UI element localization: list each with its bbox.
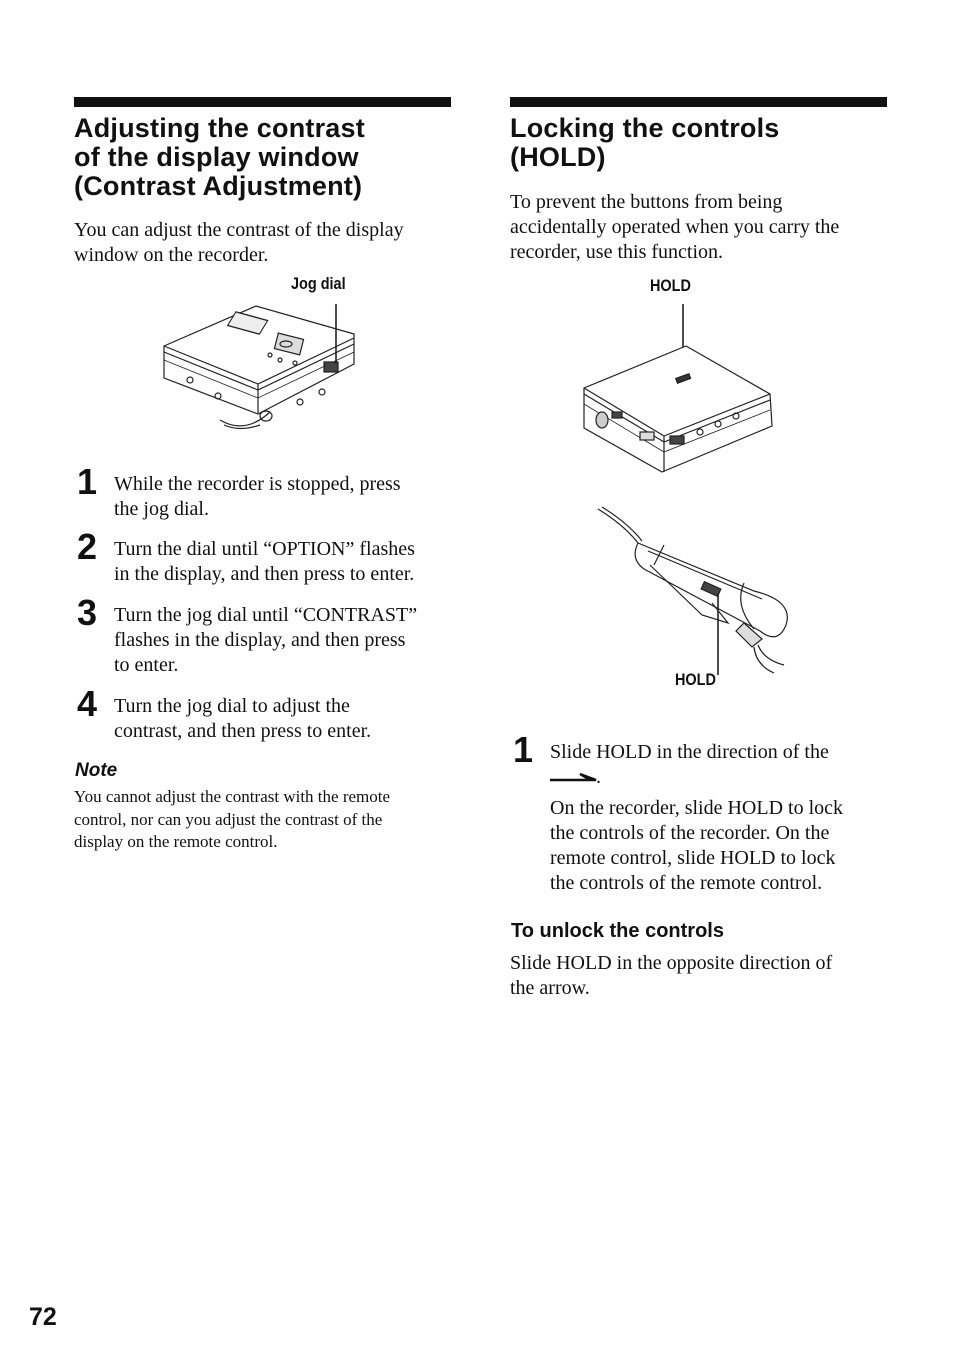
left-intro: You can adjust the contrast of the displ… (74, 218, 464, 268)
arrow-suffix: . (596, 766, 601, 788)
note-line: control, nor can you adjust the contrast… (74, 809, 383, 829)
arrow-right-icon (550, 773, 597, 782)
recorder-jog-dial-illustration (163, 304, 355, 430)
step-text-line-arrow: . (550, 765, 895, 790)
unlock-body: Slide HOLD in the opposite direction of … (510, 951, 900, 1001)
step-text-line: Turn the jog dial until “CONTRAST” (114, 604, 418, 626)
step-text-line: flashes in the display, and then press (114, 629, 406, 651)
right-title-line: (HOLD) (510, 142, 606, 172)
jog-dial-label: Jog dial (291, 274, 346, 293)
hold-label-remote: HOLD (675, 670, 716, 689)
page-number: 72 (29, 1303, 57, 1331)
step-number: 1 (513, 729, 534, 770)
step-detail-line: the controls of the recorder. On the (550, 822, 830, 844)
step-number: 4 (77, 683, 98, 724)
right-intro-line: accidentally operated when you carry the (510, 216, 840, 238)
left-section-rule (74, 97, 451, 107)
left-intro-line: You can adjust the contrast of the displ… (74, 219, 404, 241)
step-text-line: the jog dial. (114, 498, 209, 520)
step-number: 3 (77, 592, 98, 633)
step-text-line: contrast, and then press to enter. (114, 720, 372, 742)
note-line: You cannot adjust the contrast with the … (74, 787, 391, 806)
step-text-line: to enter. (114, 654, 179, 676)
step-text-line: in the display, and then press to enter. (114, 563, 415, 585)
step-text-line: While the recorder is stopped, press (114, 473, 401, 495)
unlock-line: Slide HOLD in the opposite direction of (510, 952, 833, 974)
hold-label-recorder: HOLD (650, 276, 691, 295)
right-intro-line: To prevent the buttons from being (510, 191, 783, 213)
left-section-title: Adjusting the contrast of the display wi… (74, 114, 464, 201)
left-title-line: Adjusting the contrast (74, 113, 365, 143)
right-section-rule (510, 97, 887, 107)
step-text-line: Turn the dial until “OPTION” flashes (114, 538, 415, 560)
note-line: display on the remote control. (74, 832, 278, 851)
step-text-line: Turn the jog dial to adjust the (114, 695, 350, 717)
note-heading: Note (75, 760, 118, 781)
step-number: 1 (77, 461, 98, 502)
step-detail-line: remote control, slide HOLD to lock (550, 847, 836, 869)
step-detail-line: the controls of the remote control. (550, 872, 823, 894)
step-text-line: Slide HOLD in the direction of the (550, 741, 829, 763)
step-number: 2 (77, 526, 98, 567)
note-body: You cannot adjust the contrast with the … (74, 786, 464, 854)
right-title-line: Locking the controls (510, 113, 780, 143)
remote-control-illustration (597, 506, 788, 675)
step-detail-line: On the recorder, slide HOLD to lock (550, 797, 843, 819)
left-title-line: of the display window (74, 142, 359, 172)
unlock-line: the arrow. (510, 977, 590, 999)
left-intro-line: window on the recorder. (74, 244, 269, 266)
right-intro: To prevent the buttons from being accide… (510, 190, 900, 265)
recorder-hold-illustration (583, 304, 773, 473)
left-title-line: (Contrast Adjustment) (74, 171, 363, 201)
unlock-heading: To unlock the controls (511, 920, 724, 942)
right-section-title: Locking the controls (HOLD) (510, 114, 900, 172)
right-intro-line: recorder, use this function. (510, 241, 724, 263)
